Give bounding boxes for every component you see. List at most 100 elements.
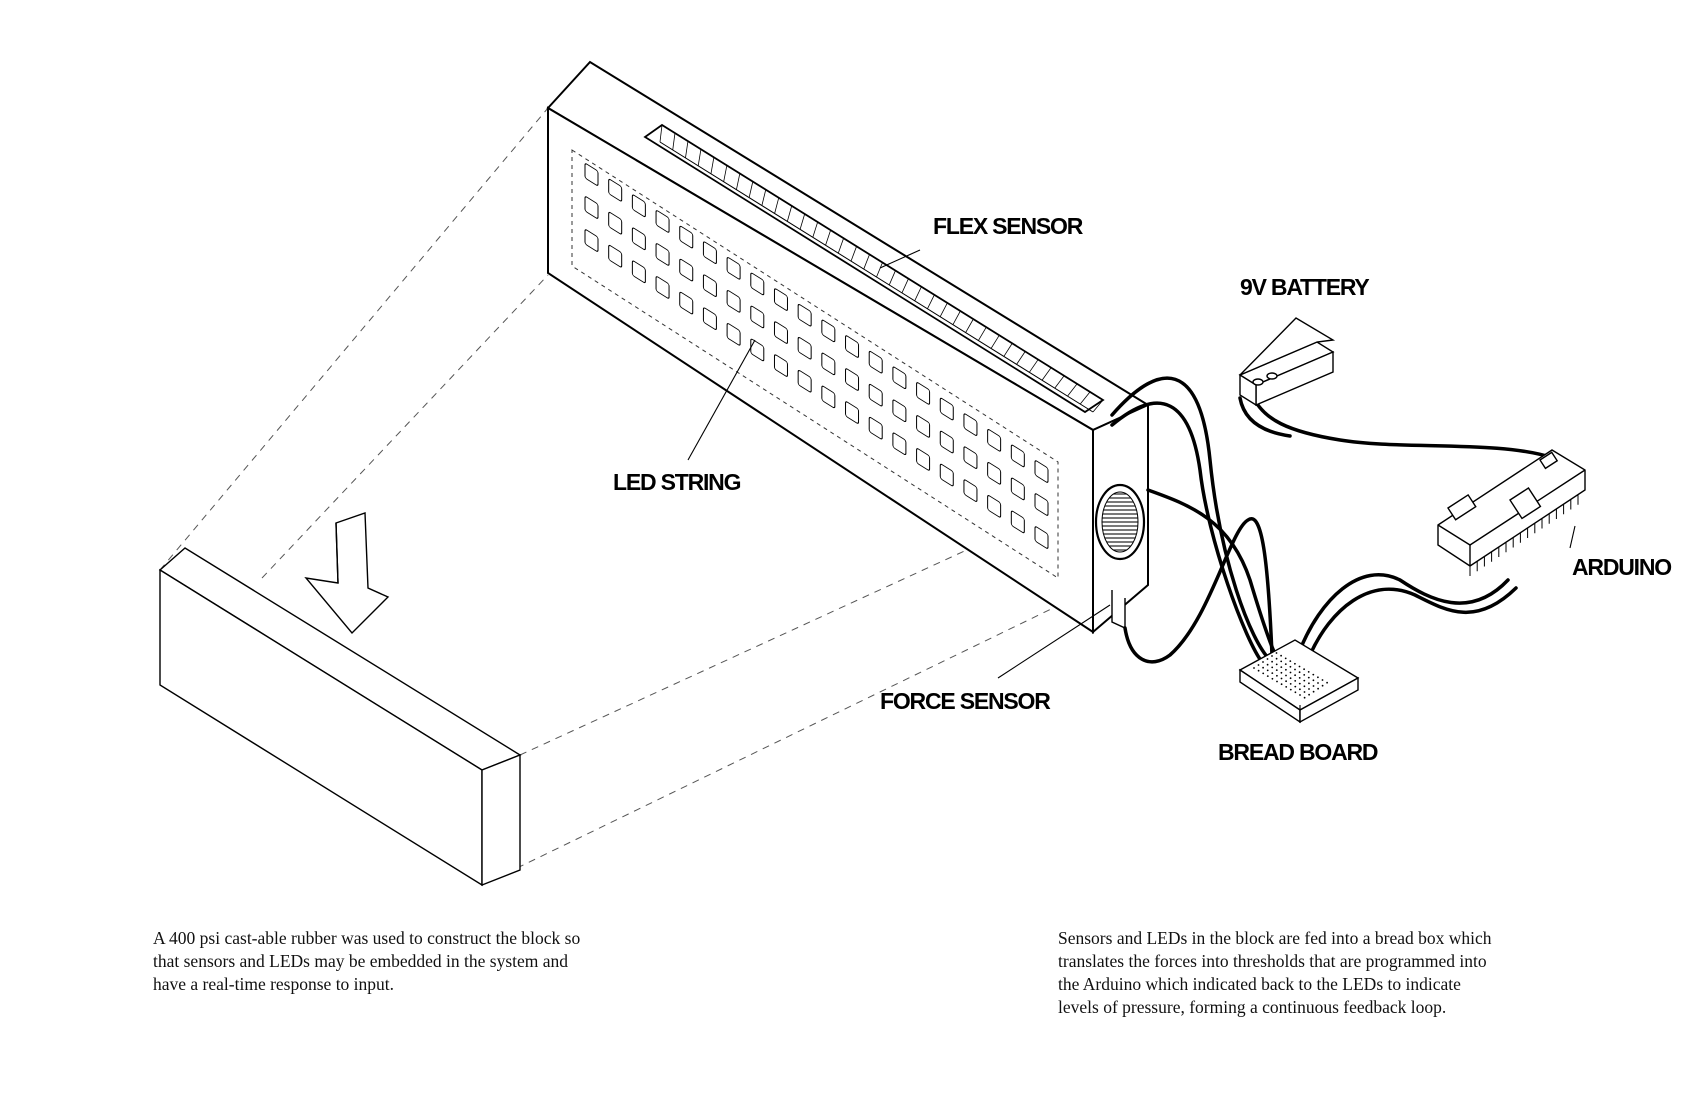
led	[726, 257, 741, 280]
bread-board-hole	[1280, 654, 1282, 657]
bread-board-hole	[1262, 666, 1264, 669]
bread-board-hole	[1262, 672, 1265, 675]
bread-board-hole	[1257, 664, 1260, 666]
bread-board-hole	[1289, 665, 1292, 668]
rubber-block	[158, 547, 522, 887]
led	[726, 323, 741, 346]
led-string-label: LED STRING	[613, 469, 741, 495]
bread-board-hole	[1303, 668, 1305, 671]
led	[821, 385, 836, 409]
flex-sensor-label: FLEX SENSOR	[933, 213, 1084, 239]
bread-board-hole	[1280, 683, 1283, 686]
bread-board-hole	[1307, 676, 1310, 679]
led	[679, 258, 694, 282]
led	[584, 163, 599, 186]
flex-sensor-segment	[914, 286, 922, 301]
bread-board-hole	[1312, 679, 1315, 682]
flex-sensor-segment	[710, 157, 715, 174]
force-sensor-label: FORCE SENSOR	[880, 688, 1051, 714]
bread-board-hole	[1280, 660, 1283, 663]
bread-board-hole	[1294, 691, 1297, 694]
led	[916, 415, 931, 438]
led	[1034, 493, 1049, 516]
led	[750, 305, 765, 329]
bread-board-hole	[1280, 671, 1283, 674]
bread-board-hole	[1303, 685, 1306, 688]
led	[892, 366, 907, 390]
battery-icon	[1238, 317, 1336, 407]
bread-board-hole	[1308, 688, 1310, 690]
bread-board-hole	[1266, 658, 1269, 660]
bread-board-hole	[1299, 688, 1301, 691]
bread-board-hole	[1303, 674, 1306, 676]
bread-board-hole	[1266, 669, 1269, 672]
led	[963, 413, 978, 436]
led	[702, 274, 717, 297]
bread-board-label: BREAD BOARD	[1218, 739, 1378, 765]
bread-board-hole	[1275, 663, 1278, 666]
flex-sensor-segment	[812, 221, 819, 238]
caption-right-line: levels of pressure, forming a continuous…	[1058, 997, 1447, 1017]
flex-sensor-segment	[850, 246, 857, 262]
led	[868, 383, 883, 407]
led	[845, 401, 860, 424]
bread-board-hole	[1326, 681, 1328, 684]
bread-board-hole	[1294, 685, 1297, 688]
led	[939, 430, 954, 454]
bread-board-hole	[1284, 657, 1287, 660]
led	[773, 321, 788, 344]
led	[631, 194, 646, 218]
bread-board-hole	[1317, 682, 1319, 684]
led	[939, 397, 954, 421]
bread-board-hole	[1285, 680, 1287, 683]
bread-board-hole	[1308, 682, 1310, 685]
led	[1010, 477, 1025, 501]
led	[584, 196, 599, 219]
bread-board-hole	[1299, 694, 1301, 696]
led	[821, 352, 836, 376]
flex-sensor-segment	[863, 254, 870, 270]
led	[702, 241, 717, 264]
led	[987, 462, 1002, 485]
led	[892, 399, 907, 423]
bread-board-hole	[1289, 688, 1292, 691]
flex-sensor-segment	[1028, 359, 1039, 373]
bread-board-hole	[1271, 666, 1274, 669]
led	[868, 416, 883, 440]
led	[868, 350, 883, 374]
caption-right-line: Sensors and LEDs in the block are fed in…	[1058, 928, 1492, 948]
arduino-label: ARDUINO	[1572, 554, 1671, 580]
led	[797, 303, 812, 327]
led	[631, 260, 646, 284]
bread-board-hole	[1285, 668, 1287, 671]
bread-board-hole	[1294, 662, 1296, 665]
flex-sensor-segment	[748, 181, 754, 198]
arduino-icon	[1437, 449, 1586, 576]
bread-board-hole	[1284, 663, 1287, 665]
bread-board-hole	[1253, 667, 1255, 669]
led	[773, 354, 788, 377]
led	[655, 243, 670, 266]
flex-sensor-segment	[825, 230, 831, 246]
bread-board-hole	[1303, 679, 1306, 682]
bread-board-hole	[1271, 677, 1274, 680]
bread-board-hole	[1280, 677, 1283, 680]
bread-board-hole	[1312, 673, 1315, 676]
flex-sensor-segment	[990, 335, 1000, 349]
flex-sensor-segment	[672, 133, 676, 150]
flex-sensor-segment	[1041, 367, 1052, 381]
flex-sensor-segment	[927, 294, 935, 309]
flex-sensor-segment	[761, 189, 767, 206]
bread-board-hole	[1257, 669, 1260, 672]
led-grid-outline	[571, 149, 1059, 579]
flex-sensor-segment	[685, 141, 689, 158]
flex-sensor-segment	[939, 302, 948, 317]
flex-sensor-segment	[723, 165, 728, 182]
bread-board-hole	[1307, 671, 1310, 673]
flex-sensor-segment	[1054, 375, 1065, 389]
led	[963, 446, 978, 469]
leader-lines	[687, 249, 1576, 722]
caption-right-line: translates the forces into thresholds th…	[1058, 951, 1487, 971]
flex-sensor-segment	[1003, 343, 1013, 357]
flex-sensor-segment	[965, 318, 974, 333]
